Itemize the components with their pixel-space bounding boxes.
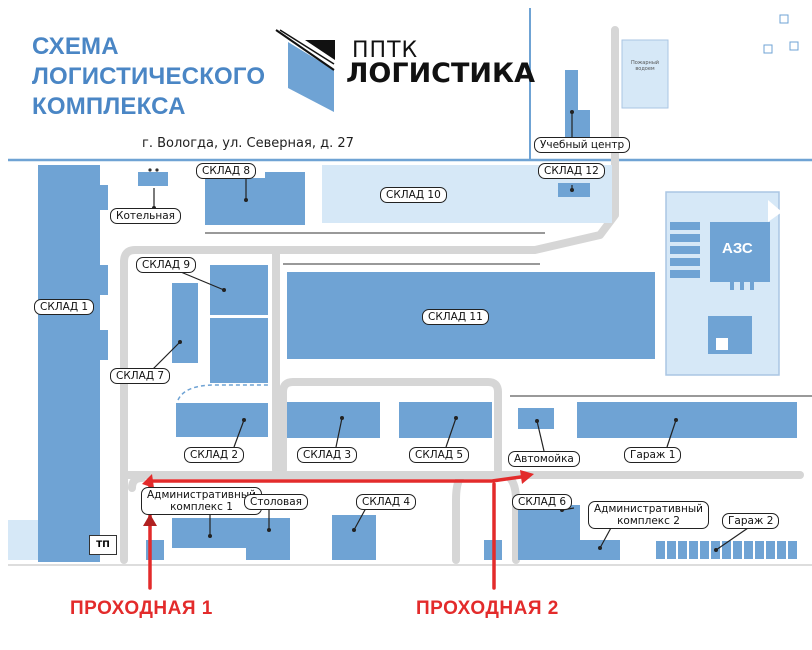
admin-1-label-line-2: комплекс 1 (170, 501, 233, 513)
sklad-2-building (176, 403, 268, 437)
address-text: г. Вологда, ул. Северная, д. 27 (142, 136, 354, 151)
sklad-6-building (518, 505, 580, 560)
admin-1-label[interactable]: Административный комплекс 1 (141, 487, 262, 515)
sklad-9-annex (210, 318, 268, 383)
route-main (148, 474, 530, 483)
marker-square (789, 41, 799, 51)
fire-depot-zone (621, 39, 669, 109)
admin-2-label-line-1: Административный (594, 503, 703, 515)
sklad-5-label[interactable]: СКЛАД 5 (409, 447, 470, 463)
sklad-6-label[interactable]: СКЛАД 6 (512, 494, 573, 510)
map-title-line-2: ЛОГИСТИЧЕСКОГО (32, 63, 266, 90)
kotelnaya-dot (155, 168, 159, 172)
sklad-3-label[interactable]: СКЛАД 3 (297, 447, 358, 463)
brand-name-top: ППТК (352, 38, 419, 63)
sklad-8-building (205, 172, 305, 225)
azs-station (665, 191, 782, 376)
sklad-8-label[interactable]: СКЛАД 8 (196, 163, 257, 179)
uchebny-centr-label[interactable]: Учебный центр (534, 137, 631, 153)
sklad-12-label[interactable]: СКЛАД 12 (538, 163, 605, 179)
sklad-7-building (172, 283, 198, 363)
stolovaya-label[interactable]: Столовая (244, 494, 308, 510)
sklad-1-label[interactable]: СКЛАД 1 (34, 299, 95, 315)
sklad-5-building (399, 402, 492, 438)
fire-depot-label: Пожарный водоем (624, 60, 666, 72)
map-title-line-3: КОМПЛЕКСА (32, 93, 186, 120)
marker-square (779, 14, 789, 24)
route-arrow-icon (520, 470, 534, 484)
sklad-4-building (332, 515, 376, 560)
tp-label[interactable]: ТП (89, 535, 117, 555)
sklad-9-building (210, 265, 268, 315)
marker-square (763, 44, 773, 54)
sklad-2-label[interactable]: СКЛАД 2 (184, 447, 245, 463)
road-main-loop (120, 26, 619, 564)
fire-depot-label-line-2: водоем (635, 66, 655, 72)
sklad-9-label[interactable]: СКЛАД 9 (136, 257, 197, 273)
road-inner-loop (279, 378, 502, 474)
avtomoyka-building (518, 408, 554, 429)
gate-1-label[interactable]: ПРОХОДНАЯ 1 (70, 598, 213, 619)
garazh-2-building (656, 541, 797, 559)
company-logo-icon (275, 29, 335, 112)
map-title-line-1: СХЕМА (32, 33, 119, 60)
admin-1-building (172, 518, 250, 548)
avtomoyka-label[interactable]: Автомойка (508, 451, 580, 467)
dashed-boundary (177, 384, 268, 401)
sklad-1-building (38, 165, 108, 520)
buildings (8, 70, 797, 562)
road-gate1 (128, 474, 146, 492)
kotelnaya-label[interactable]: Котельная (110, 208, 181, 224)
road-gate2-right (506, 474, 520, 564)
leader-dots (71, 110, 718, 552)
garazh-1-label[interactable]: Гараж 1 (624, 447, 682, 463)
road-gate2-left (452, 474, 464, 564)
sklad-4-label[interactable]: СКЛАД 4 (356, 494, 417, 510)
route-arrow-icon (142, 474, 154, 488)
gate-1-arrow-icon (143, 514, 157, 526)
garazh-1-building (577, 402, 797, 438)
azs-label[interactable]: АЗС (722, 240, 753, 257)
sklad-3-building (287, 402, 380, 438)
tp-zone (8, 520, 38, 560)
stolovaya-building (246, 518, 290, 560)
gate-2-label[interactable]: ПРОХОДНАЯ 2 (416, 598, 559, 619)
admin-1-label-line-1: Административный (147, 489, 256, 501)
fire-depot-label-line-1: Пожарный (630, 60, 660, 66)
sklad-11-label[interactable]: СКЛАД 11 (422, 309, 489, 325)
admin-2-label[interactable]: Административный комплекс 2 (588, 501, 709, 529)
brand-name-bottom: ЛОГИСТИКА (346, 58, 535, 89)
sklad-10-label[interactable]: СКЛАД 10 (380, 187, 447, 203)
kotelnaya-dot (148, 168, 152, 172)
sklad-7-label[interactable]: СКЛАД 7 (110, 368, 171, 384)
garazh-2-label[interactable]: Гараж 2 (722, 513, 780, 529)
uchebny-centr-building (565, 70, 590, 140)
leader-lines (147, 112, 749, 551)
kotelnaya-building (138, 172, 168, 186)
admin-2-label-line-2: комплекс 2 (617, 515, 680, 527)
